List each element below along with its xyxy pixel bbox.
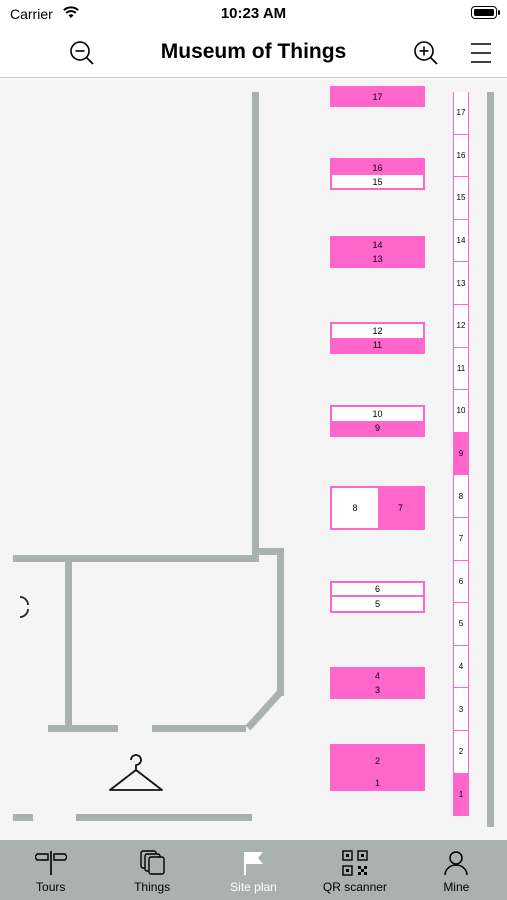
exhibit-cell[interactable]: 1 [332,776,423,789]
column-exhibit-cell[interactable]: 1 [453,773,469,817]
tab-mine[interactable]: Mine [406,840,507,900]
menu-button[interactable] [466,38,496,68]
column-exhibit-cell[interactable]: 13 [453,262,469,305]
exhibit-cell[interactable]: 8 [352,503,358,513]
zoom-in-button[interactable] [411,38,441,68]
nav-bar: Museum of Things [0,28,507,78]
exhibit-cell[interactable]: 11 [332,338,423,352]
battery-icon [471,6,500,19]
wall [277,548,284,696]
wifi-icon [62,5,80,24]
cards-icon [140,850,165,875]
exhibit-cell[interactable]: 4 [332,669,423,683]
exhibit-cell[interactable]: 7 [378,488,423,528]
zoom-out-button[interactable] [67,38,97,68]
zoom-out-icon [70,41,94,65]
exhibit-cell[interactable]: 3 [332,683,423,697]
zoom-in-icon [414,41,438,65]
exhibit-block[interactable]: 10 9 [330,405,425,437]
wall [13,555,259,562]
wall [487,92,494,827]
column-exhibit-cell[interactable]: 16 [453,134,469,178]
page-title: Museum of Things [160,40,347,63]
tab-things[interactable]: Things [101,840,202,900]
column-exhibit-cell[interactable]: 7 [453,518,469,561]
exhibit-block[interactable]: 17 [330,86,425,107]
exhibit-cell[interactable]: 2 [332,746,423,776]
hamburger-menu-icon [471,43,491,63]
column-exhibit-cell[interactable]: 6 [453,560,469,604]
column-exhibit-cell[interactable]: 3 [453,688,469,731]
exhibit-block[interactable]: 16 15 [330,158,425,190]
tab-tours[interactable]: Tours [0,840,101,900]
tab-site-plan[interactable]: Site plan [203,840,304,900]
exhibit-block[interactable]: 4 3 [330,667,425,699]
site-plan-map[interactable]: 17 16 15 14 13 12 11 10 9 8 7 6 5 4 3 2 … [0,79,507,840]
wall [48,725,118,732]
person-icon [444,851,469,876]
exhibit-cell[interactable]: 12 [372,326,383,336]
column-exhibit-cell[interactable]: 8 [453,475,469,518]
wall [65,562,72,727]
column-exhibit-cell[interactable]: 9 [453,432,469,476]
exhibit-cell[interactable]: 17 [332,88,423,105]
signpost-icon [34,851,67,875]
column-exhibit-cell[interactable]: 10 [453,390,469,433]
exhibit-block[interactable]: 12 11 [330,322,425,354]
flag-icon [243,852,263,875]
qr-code-icon [342,850,368,876]
wall [252,92,259,555]
exhibit-block[interactable]: 6 5 [330,581,425,613]
wall [245,689,284,731]
column-exhibit-cell[interactable]: 5 [453,603,469,646]
exhibit-cell[interactable]: 9 [332,421,423,435]
wall [76,814,252,821]
exhibit-cell[interactable]: 10 [372,409,383,419]
status-bar: Carrier 10:23 AM [0,0,507,28]
column-exhibit-cell[interactable]: 11 [453,347,469,391]
column-exhibit-cell[interactable]: 15 [453,177,469,220]
column-exhibit-cell[interactable]: 4 [453,645,469,689]
tab-bar: Tours Things Site plan QR scanner Mine [0,840,507,900]
exhibit-cell[interactable]: 5 [374,599,380,609]
wall [259,548,284,555]
exhibit-block[interactable]: 8 7 [330,486,425,530]
exhibit-cell[interactable]: 14 [332,238,423,252]
tab-label: Tours [36,880,66,894]
column-exhibit-cell[interactable]: 12 [453,305,469,348]
carrier-label: Carrier [10,6,53,22]
wall [13,814,33,821]
wall [152,725,246,732]
exhibit-block[interactable]: 2 1 [330,744,425,791]
column-exhibit-cell[interactable]: 2 [453,731,469,774]
column-exhibit-cell[interactable]: 14 [453,219,469,263]
column-exhibit-cell[interactable]: 17 [453,92,469,135]
tab-label: Mine [443,880,470,894]
tab-label: Site plan [230,880,277,894]
exhibit-cell[interactable]: 6 [332,583,423,597]
status-time: 10:23 AM [220,5,287,22]
tab-label: QR scanner [322,880,387,894]
exhibit-cell[interactable]: 13 [332,252,423,266]
exhibit-block[interactable]: 14 13 [330,236,425,268]
door-icon [19,596,29,618]
exhibit-cell[interactable]: 15 [372,176,383,187]
cloakroom-hanger-icon [109,754,163,791]
exhibit-cell[interactable]: 16 [332,160,423,175]
tab-qr-scanner[interactable]: QR scanner [304,840,405,900]
tab-label: Things [134,880,171,894]
